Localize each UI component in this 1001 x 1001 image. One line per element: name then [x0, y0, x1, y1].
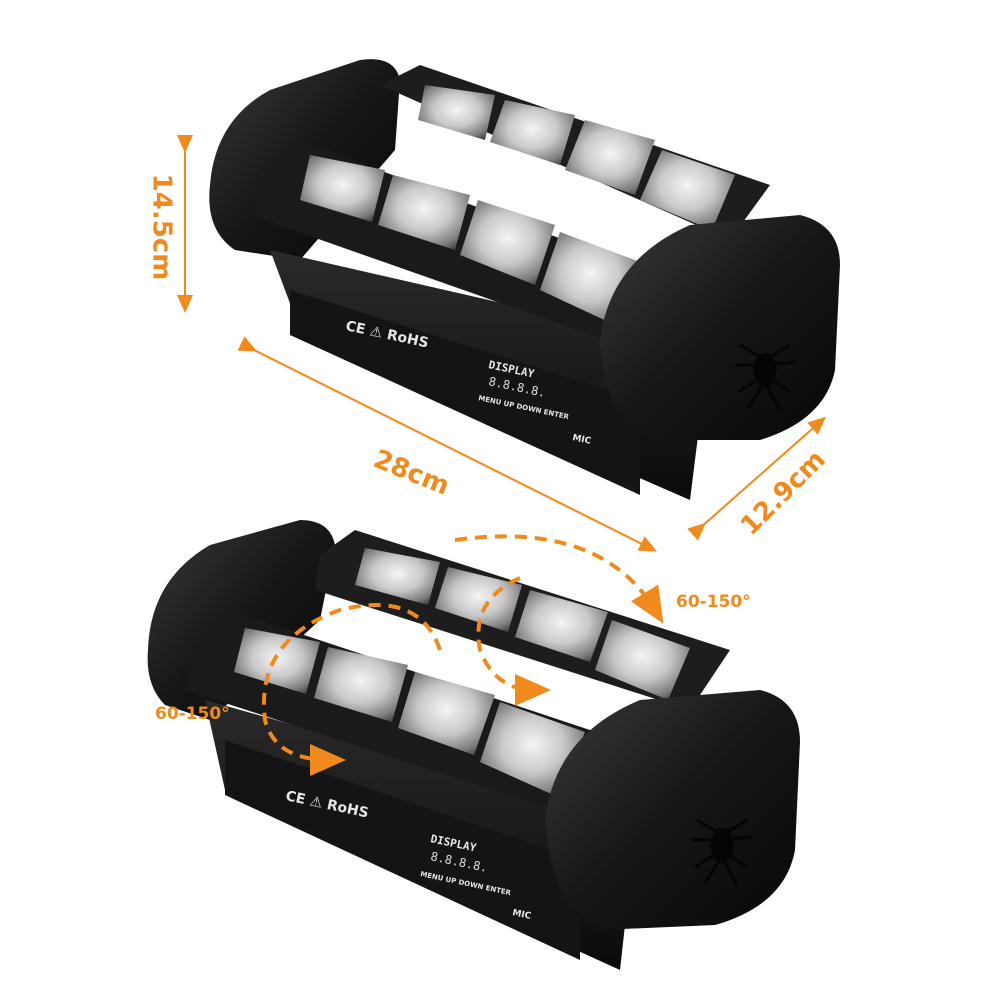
dimension-arrow-icon — [177, 135, 826, 552]
mic-label: MIC — [511, 908, 532, 922]
spider-logo-icon — [692, 818, 753, 886]
fixture-bottom: CE ⚠ RoHS DISPLAY 8.8.8.8. MENU UP DOWN … — [147, 520, 800, 970]
fixture-top: CE ⚠ RoHS DISPLAY 8.8.8.8. MENU UP DOWN … — [209, 59, 840, 500]
spider-logo-icon — [735, 343, 796, 411]
lens-row-back-top — [418, 85, 735, 230]
pan-angle-label: 60-150° — [155, 704, 230, 724]
rotation-arrow-icon — [262, 534, 664, 776]
tilt-angle-label: 60-150° — [676, 592, 751, 612]
lens-row-back-bottom — [355, 548, 690, 700]
height-dimension-label: 14.5cm — [146, 173, 177, 281]
